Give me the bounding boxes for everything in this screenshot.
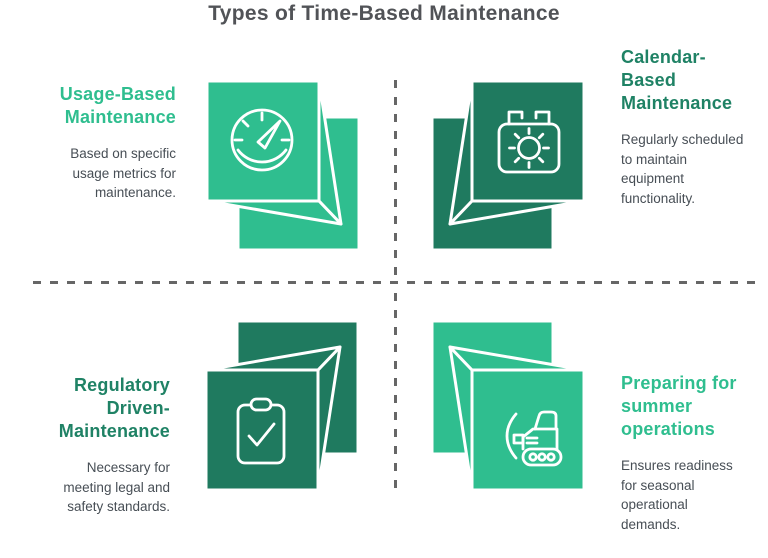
calendar-cube-graphic — [427, 78, 587, 254]
regulatory-heading: Regulatory Driven-Maintenance — [58, 375, 170, 441]
calendar-description: Regularly scheduled to maintain equipmen… — [621, 132, 744, 206]
calendar-sun-icon — [497, 110, 561, 174]
bulldozer-icon — [505, 410, 563, 467]
calendar-heading: Calendar- Based Maintenance — [621, 47, 733, 113]
summer-cube-graphic — [427, 317, 587, 493]
quadrant-regulatory-driven: Regulatory Driven-Maintenance Necessary … — [6, 374, 170, 517]
regulatory-cube-graphic — [203, 317, 363, 493]
quadrant-calendar-based: Calendar- Based Maintenance Regularly sc… — [621, 46, 767, 208]
usage-cube-graphic — [204, 78, 364, 254]
usage-description: Based on specific usage metrics for main… — [70, 146, 176, 200]
summer-heading: Preparing for summer operations — [621, 373, 737, 439]
regulatory-description: Necessary for meeting legal and safety s… — [63, 460, 170, 514]
vertical-divider-top — [394, 80, 397, 282]
quadrant-summer-operations: Preparing for summer operations Ensures … — [621, 372, 767, 534]
page-title: Types of Time-Based Maintenance — [208, 2, 560, 25]
usage-heading: Usage-Based Maintenance — [59, 84, 176, 127]
quadrant-usage-based: Usage-Based Maintenance Based on specifi… — [18, 83, 176, 203]
vertical-divider-bottom — [394, 293, 397, 497]
gauge-icon — [230, 108, 294, 172]
horizontal-divider — [33, 281, 757, 284]
clipboard-check-icon — [236, 397, 286, 465]
summer-description: Ensures readiness for seasonal operation… — [621, 458, 733, 532]
